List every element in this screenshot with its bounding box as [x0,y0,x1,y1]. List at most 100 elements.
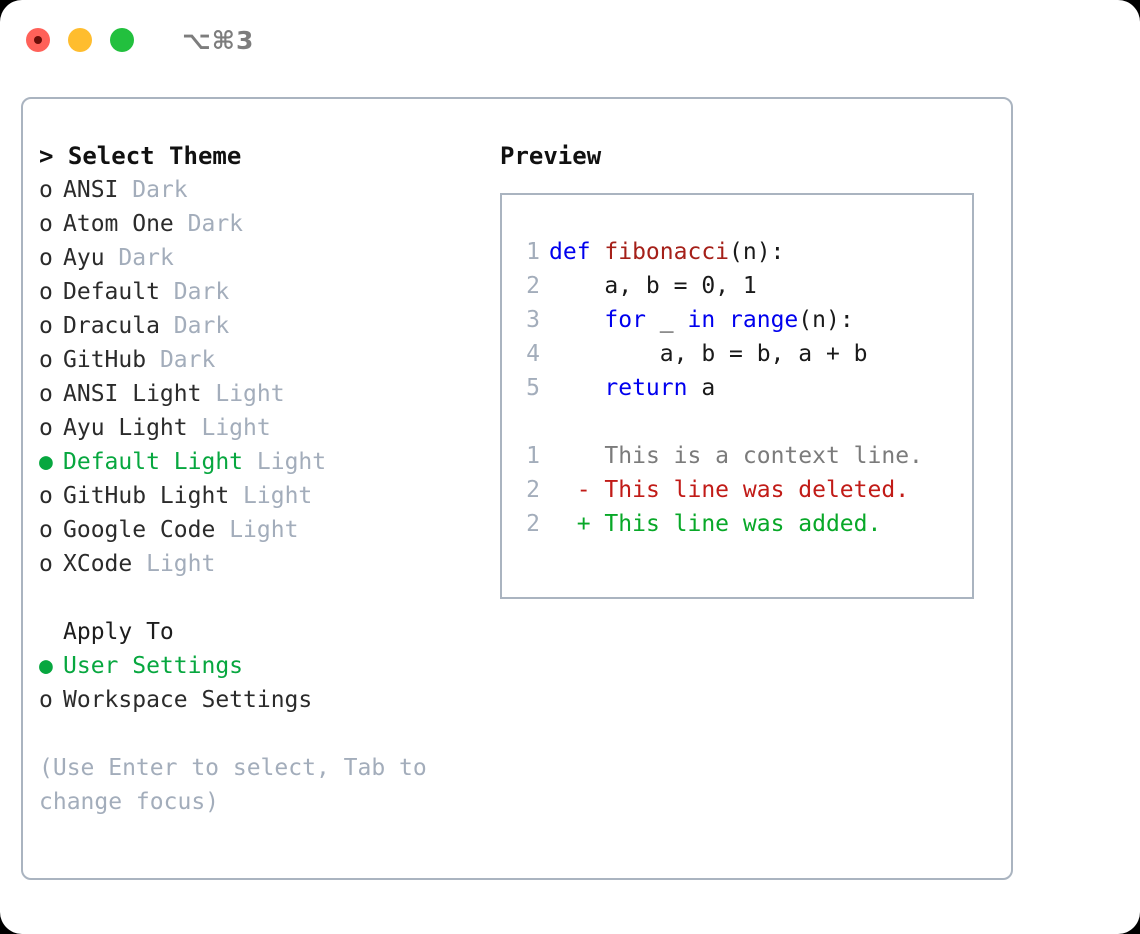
radio-unselected-icon: o [39,551,53,577]
theme-variant-badge: Light [243,483,313,509]
code-line-number: 3 [526,307,540,333]
code-line: 2 a, b = 0, 1 [514,269,966,303]
diff-line-number: 1 [526,443,540,469]
theme-option-default-light[interactable]: ● Default Light Light [39,445,469,479]
code-token-plain: a, b = 0, 1 [604,273,757,299]
theme-variant-badge: Dark [159,347,216,373]
radio-unselected-icon: o [39,211,53,237]
radio-unselected-icon: o [39,347,53,373]
theme-name: XCode [63,551,133,577]
diff-line: 2 + This line was added. [514,507,966,541]
theme-name: GitHub Light [63,483,230,509]
theme-name: GitHub [63,347,147,373]
radio-unselected-icon: o [39,687,53,713]
radio-unselected-icon: o [39,381,53,407]
code-token-plain: a [701,375,716,401]
apply-to-header: Apply To [63,619,174,645]
radio-selected-icon: ● [39,653,53,679]
theme-variant-badge: Light [256,449,327,475]
code-token-plain: a, b = b, a + b [659,341,868,367]
code-token-plain: (n): [798,307,854,333]
keyboard-shortcut-label: ⌥⌘3 [182,25,255,55]
code-indent [549,341,660,367]
diff-sign: - [576,477,605,503]
code-indent [549,307,604,333]
code-token-kw: in [687,307,730,333]
code-line-number: 5 [526,375,540,401]
theme-variant-badge: Light [201,415,271,441]
diff-line-number: 2 [526,477,540,503]
preview-title: Preview [500,142,602,170]
diff-sign: + [576,511,605,537]
theme-variant-badge: Dark [187,211,244,237]
code-token-kw: def [549,239,605,265]
theme-gap [132,551,146,577]
theme-gap [160,313,174,339]
theme-option-ansi[interactable]: o ANSI Dark [39,173,469,207]
theme-variant-badge: Light [229,517,299,543]
code-token-fn: fibonacci [604,239,730,265]
code-token-plain: _ [659,307,688,333]
apply-to-label: Workspace Settings [63,687,313,713]
theme-gap [201,381,215,407]
code-token-kw: return [604,375,702,401]
window-titlebar: ⌥⌘3 [0,0,1140,80]
apply-to-option-workspace-settings[interactable]: o Workspace Settings [39,683,469,717]
theme-gap [105,245,119,271]
window-controls [26,28,134,52]
theme-gap [174,211,188,237]
theme-variant-badge: Light [215,381,285,407]
theme-option-github[interactable]: o GitHub Dark [39,343,469,377]
theme-name: Default Light [63,449,244,475]
apply-to-list[interactable]: ●User Settings o Workspace Settings [39,649,469,717]
code-line-number: 1 [526,239,540,265]
apply-to-option-user-settings[interactable]: ●User Settings [39,649,469,683]
theme-variant-badge: Dark [132,177,188,203]
code-indent [549,375,604,401]
code-indent [549,273,604,299]
code-token-kw: for [604,307,660,333]
theme-gap [146,347,160,373]
code-token-plain: (n): [729,239,785,265]
radio-selected-icon: ● [39,449,53,475]
theme-name: ANSI [63,177,119,203]
close-button[interactable] [26,28,50,52]
diff-indent [549,511,577,537]
diff-indent [549,477,577,503]
diff-lines: 1 This is a context line. 2 - This line w… [514,439,966,541]
code-line-number: 4 [526,341,540,367]
code-line: 3 for _ in range(n): [514,303,966,337]
radio-unselected-icon: o [39,177,53,203]
diff-text: This line was added. [604,511,882,537]
code-line: 5 return a [514,371,966,405]
diff-text: This is a context line. [604,443,923,469]
theme-name: Ayu Light [63,415,188,441]
theme-name: Dracula [63,313,160,339]
radio-unselected-icon: o [39,279,53,305]
theme-variant-badge: Light [146,551,216,577]
minimize-button[interactable] [68,28,92,52]
radio-unselected-icon: o [39,313,53,339]
diff-text: This line was deleted. [604,477,910,503]
diff-sign [577,443,605,469]
maximize-button[interactable] [110,28,134,52]
pane-spacer [39,581,469,615]
theme-variant-badge: Dark [118,245,174,271]
code-line: 4 a, b = b, a + b [514,337,966,371]
theme-option-xcode[interactable]: o XCode Light [39,547,469,581]
theme-gap [118,177,132,203]
